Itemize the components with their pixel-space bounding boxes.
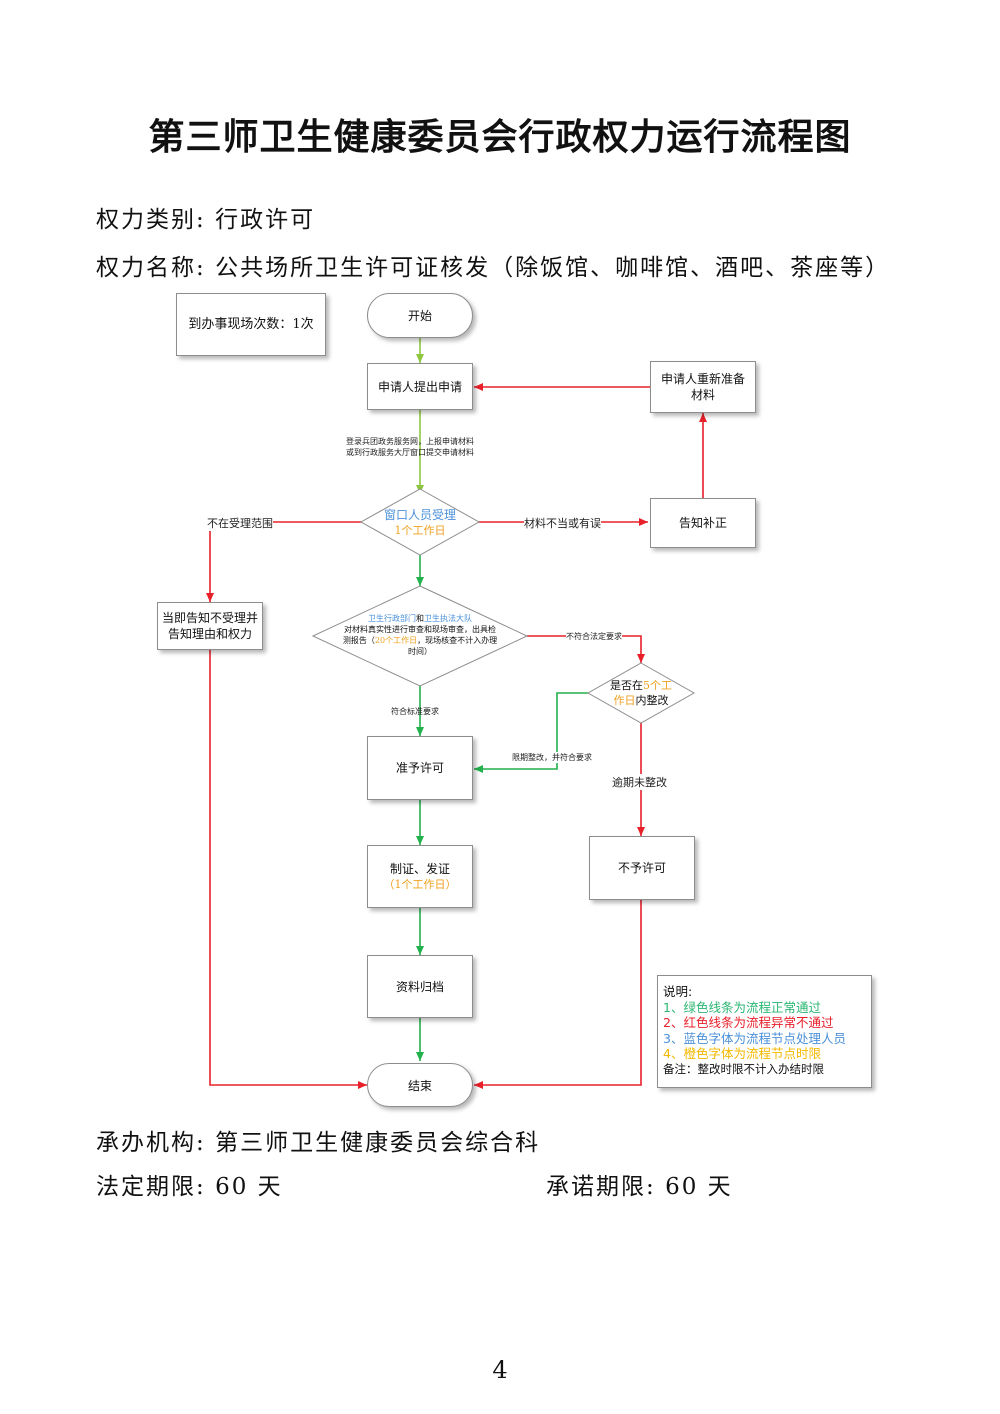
visits-count-box: 到办事现场次数：1次: [176, 293, 326, 356]
approve-node: 准予许可: [367, 736, 473, 800]
rectify-q-b: 内整改: [635, 694, 669, 707]
power-name: 权力名称: 公共场所卫生许可证核发（除饭馆、咖啡馆、酒吧、茶座等）: [96, 248, 890, 282]
legend-note: 备注：整改时限不计入办结时限: [663, 1061, 824, 1076]
compliant-label: 符合标准要求: [391, 707, 439, 716]
apply-node: 申请人提出申请: [367, 363, 473, 410]
accept-time-limit: 1个工作日: [394, 524, 446, 537]
out-of-scope-label: 不在受理范围: [207, 515, 273, 531]
legend-item-blue: 3、蓝色字体为流程节点处理人员: [663, 1030, 846, 1046]
archive-node: 资料归档: [367, 955, 473, 1018]
reprepare-node: 申请人重新准备材料: [650, 361, 756, 413]
legend-item-orange: 4、橙色字体为流程节点时限: [663, 1046, 821, 1061]
legend-item-red: 2、红色线条为流程异常不通过: [663, 1015, 834, 1030]
rectify-diamond: [586, 662, 696, 724]
power-category-label: 权力类别:: [96, 207, 206, 233]
review-desc: 对材料真实性进行审查和现场审查，出具检: [344, 625, 496, 634]
power-category: 权力类别: 行政许可: [96, 200, 315, 234]
submit-label-line2: 或到行政服务大厅窗口提交申请材料: [346, 448, 474, 457]
accept-handler: 窗口人员受理: [383, 508, 456, 522]
submit-label-line1: 登录兵团政务服务网，上报申请材料: [346, 437, 474, 446]
page-number: 4: [492, 1356, 508, 1384]
review-handler-enforcement: 卫生执法大队: [424, 614, 472, 623]
promised-deadline: 承诺期限: 60 天: [546, 1167, 733, 1201]
reject-notice-node: 当即告知不受理并告知理由和权力: [157, 602, 263, 650]
issue-node: 制证、发证 （1个工作日）: [367, 845, 473, 908]
edge-deny-to-end: [474, 900, 642, 1089]
review-desc-c: ，现场核查不计入办理: [417, 636, 498, 645]
review-time-limit: 20个工作日: [374, 636, 418, 645]
end-node: 结束: [367, 1063, 473, 1107]
issue-label: 制证、发证: [389, 861, 450, 876]
promised-deadline-label: 承诺期限:: [546, 1174, 656, 1200]
deny-node: 不予许可: [589, 836, 695, 900]
review-node: 卫生行政部门和卫生执法大队 对材料真实性进行审查和现场审查，出具检 测报告（20…: [326, 613, 514, 657]
legend-heading: 说明:: [663, 984, 693, 999]
edge-accept-to-reject: [206, 521, 362, 602]
notify-correction-node: 告知补正: [650, 498, 756, 548]
material-issue-label: 材料不当或有误: [524, 515, 601, 531]
review-desc-a: 测报告（: [342, 636, 375, 645]
edge-rectify-to-approve: [474, 692, 588, 773]
review-and: 和: [416, 614, 424, 623]
review-diamond: [311, 585, 529, 687]
overdue-label: 逾期未整改: [612, 774, 667, 790]
rectify-q-a: 是否在: [610, 679, 643, 692]
legend-box: 说明: 1、绿色线条为流程正常通过 2、红色线条为流程异常不通过 3、蓝色字体为…: [657, 975, 872, 1088]
handling-org: 承办机构: 第三师卫生健康委员会综合科: [96, 1123, 540, 1157]
rectify-node: 是否在5个工 作日内整改: [596, 678, 686, 708]
power-name-label: 权力名称:: [96, 255, 206, 281]
power-name-value: 公共场所卫生许可证核发（除饭馆、咖啡馆、酒吧、茶座等）: [215, 255, 891, 281]
rectified-label: 限期整改，并符合要求: [512, 752, 592, 763]
submit-label: 登录兵团政务服务网，上报申请材料 或到行政服务大厅窗口提交申请材料: [346, 436, 474, 458]
rectify-time-b: 作日: [613, 694, 636, 707]
legal-deadline-label: 法定期限:: [96, 1174, 206, 1200]
promised-deadline-value: 60 天: [665, 1174, 733, 1200]
start-node: 开始: [367, 293, 473, 338]
edge-review-to-rectify: [527, 635, 645, 663]
review-handler-admin: 卫生行政部门: [368, 614, 416, 623]
handling-org-value: 第三师卫生健康委员会综合科: [215, 1130, 541, 1156]
legal-deadline-value: 60 天: [215, 1174, 283, 1200]
page-title: 第三师卫生健康委员会行政权力运行流程图: [148, 117, 852, 158]
edge-reject-to-end: [209, 650, 367, 1089]
power-category-value: 行政许可: [215, 207, 316, 233]
accept-node: 窗口人员受理 1个工作日: [366, 508, 474, 538]
not-compliant-label: 不符合法定要求: [566, 631, 622, 642]
review-desc-d: 时间）: [408, 647, 432, 656]
rectify-time-a: 5个工: [643, 679, 672, 692]
handling-org-label: 承办机构:: [96, 1130, 206, 1156]
legal-deadline: 法定期限: 60 天: [96, 1167, 283, 1201]
accept-diamond: [359, 488, 481, 556]
legend-item-green: 1、绿色线条为流程正常通过: [663, 999, 821, 1015]
issue-time-limit: （1个工作日）: [383, 877, 457, 891]
